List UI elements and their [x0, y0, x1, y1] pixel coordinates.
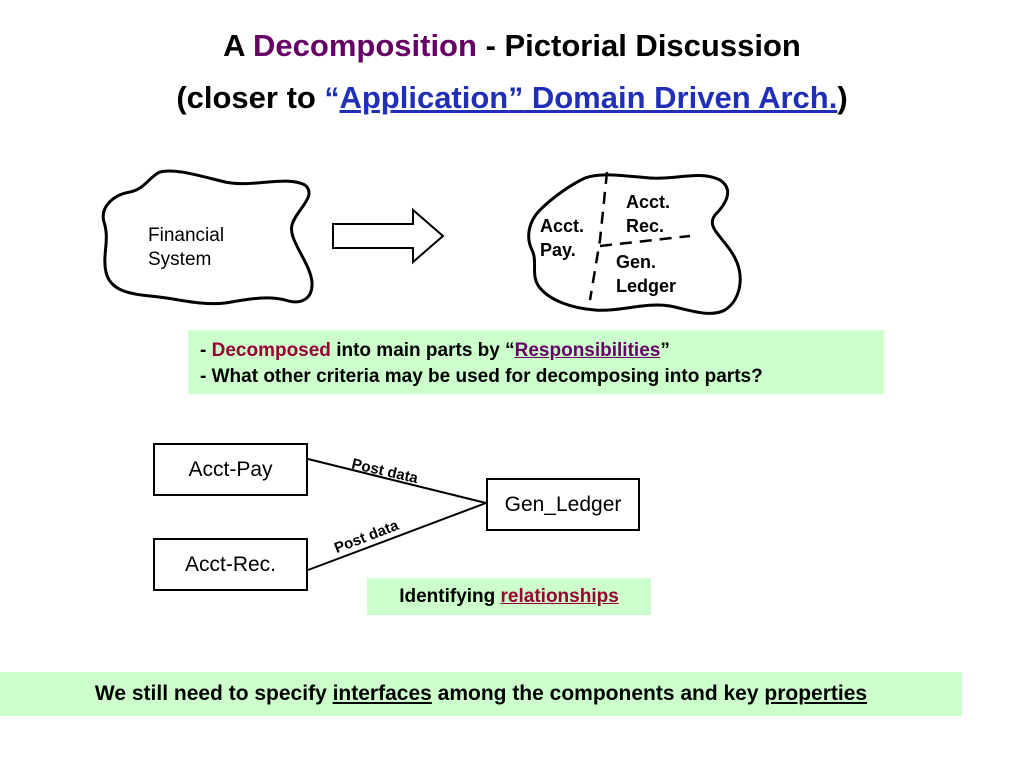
title-close: )	[837, 80, 848, 115]
acct-pay-part-label: Acct. Pay.	[540, 216, 585, 260]
financial-system-blob	[101, 169, 314, 306]
acct-rec-part-label: Acct. Rec.	[626, 192, 671, 236]
acct-rec-box: Acct-Rec.	[153, 538, 308, 591]
title-a: A	[223, 28, 245, 63]
decomposed-system-blob	[527, 173, 742, 315]
title-quote-close: ”	[508, 82, 524, 115]
note1-line2: - What other criteria may be used for de…	[200, 366, 763, 387]
acct-pay-box: Acct-Pay	[153, 443, 308, 496]
title-decomposition: Decomposition	[253, 28, 477, 63]
relationships-link[interactable]: relationships	[500, 586, 619, 607]
financial-system-label: Financial System	[148, 225, 225, 270]
title-line-1: A Decomposition - Pictorial Discussion	[0, 30, 1024, 61]
gen-ledger-part-label: Gen. Ledger	[616, 252, 677, 296]
note3-prefix: We still need to specify	[94, 682, 333, 705]
relationships-note: Identifying relationships	[367, 578, 651, 615]
gen-ledger-box: Gen_Ledger	[486, 478, 640, 531]
responsibilities-link[interactable]: Responsibilities	[514, 340, 661, 361]
interfaces-note: We still need to specify interfaces amon…	[0, 672, 962, 716]
note1-decomposed: Decomposed	[211, 340, 331, 361]
relation-line-rec	[307, 502, 487, 571]
title-open: (closer to	[176, 80, 316, 115]
note1-quote-close: ”	[660, 340, 670, 361]
relation-line-pay	[307, 458, 487, 504]
partition-line-vertical	[588, 171, 609, 301]
decompose-arrow	[332, 207, 445, 265]
note1-line1: - Decomposed into main parts by “Respons…	[200, 338, 884, 364]
note1-quote-open: “	[505, 340, 515, 361]
note2-prefix: Identifying	[399, 586, 501, 607]
title-rest: - Pictorial Discussion	[485, 28, 801, 63]
responsibilities-note: - Decomposed into main parts by “Respons…	[188, 330, 884, 394]
note1-mid: into main parts by	[330, 340, 506, 361]
note1-dash: -	[200, 340, 212, 361]
interfaces-link[interactable]: interfaces	[332, 682, 432, 705]
properties-link[interactable]: properties	[764, 682, 868, 705]
partition-line-horizontal	[599, 234, 691, 248]
title-line-2: (closer to “Application” Domain Driven A…	[0, 82, 1024, 114]
title-application-link[interactable]: Application	[339, 80, 509, 115]
title-domain-link[interactable]: Domain Driven Arch.	[523, 80, 838, 115]
title-quote-open: “	[324, 82, 340, 115]
note3-mid: among the components and key	[431, 682, 765, 705]
